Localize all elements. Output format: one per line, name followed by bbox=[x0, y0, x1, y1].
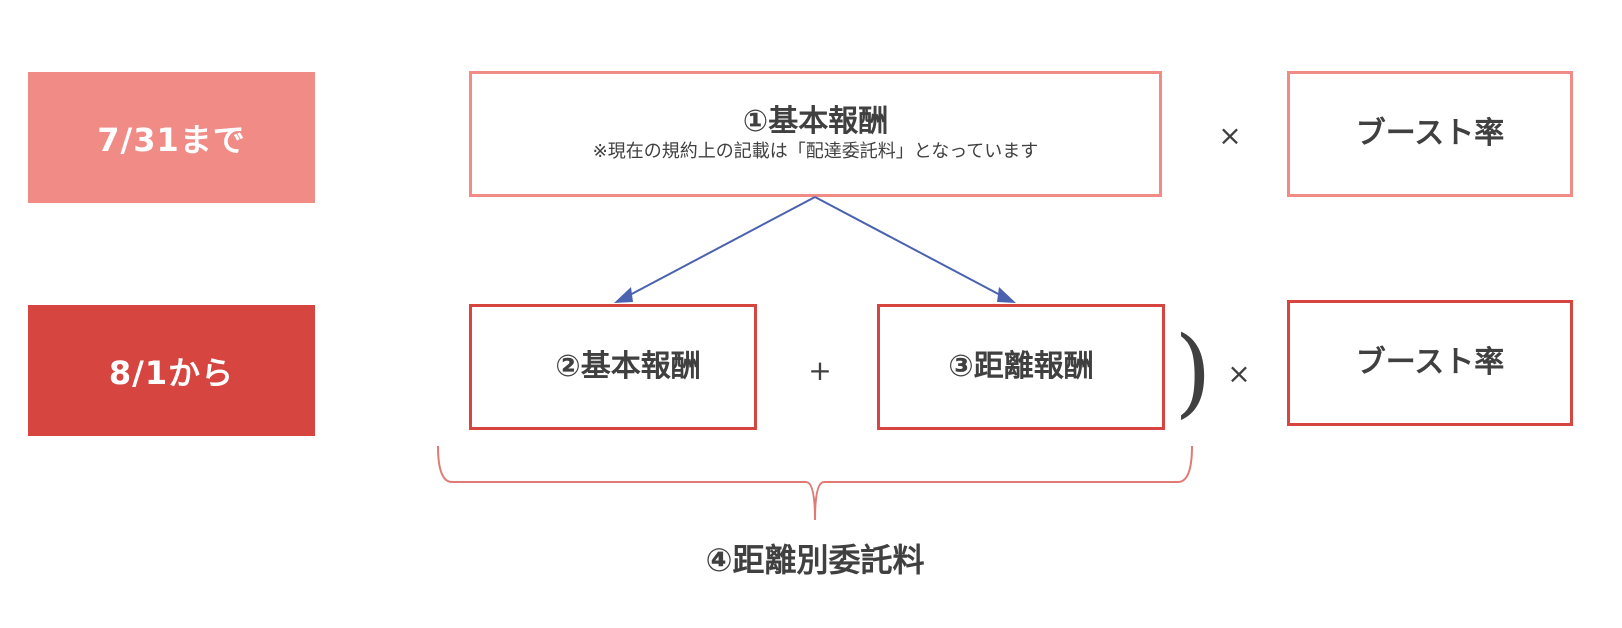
multiply-sign-new: × bbox=[1227, 356, 1251, 390]
distance-based-fee-label: ④距離別委託料 bbox=[705, 541, 925, 579]
base-fee-note: ※現在の規約上の記載は「配達委託料」となっています bbox=[592, 141, 1039, 163]
base-fee-box-new: ②基本報酬 bbox=[469, 304, 757, 430]
close-parenthesis: ) bbox=[1174, 316, 1212, 428]
base-fee-box-old: ①基本報酬 ※現在の規約上の記載は「配達委託料」となっています bbox=[469, 71, 1162, 197]
period-label-from-0801: 8/1から bbox=[28, 305, 315, 436]
curly-brace-icon bbox=[437, 445, 1193, 521]
boost-rate-title-old: ブースト率 bbox=[1355, 115, 1505, 151]
plus-sign: + bbox=[808, 353, 832, 387]
arrow-down-left-icon bbox=[614, 196, 816, 303]
boost-rate-box-old: ブースト率 bbox=[1287, 71, 1573, 197]
multiply-sign-old: × bbox=[1218, 118, 1242, 152]
period-label-until-0731: 7/31まで bbox=[28, 72, 315, 203]
base-fee-title-old: ①基本報酬 bbox=[742, 103, 889, 139]
base-fee-title-new: ②基本報酬 bbox=[555, 348, 701, 384]
arrow-down-right-icon bbox=[814, 196, 1016, 303]
boost-rate-title-new: ブースト率 bbox=[1355, 344, 1505, 380]
distance-fee-box: ③距離報酬 bbox=[877, 304, 1165, 430]
boost-rate-box-new: ブースト率 bbox=[1287, 300, 1573, 426]
distance-fee-title: ③距離報酬 bbox=[948, 348, 1094, 384]
